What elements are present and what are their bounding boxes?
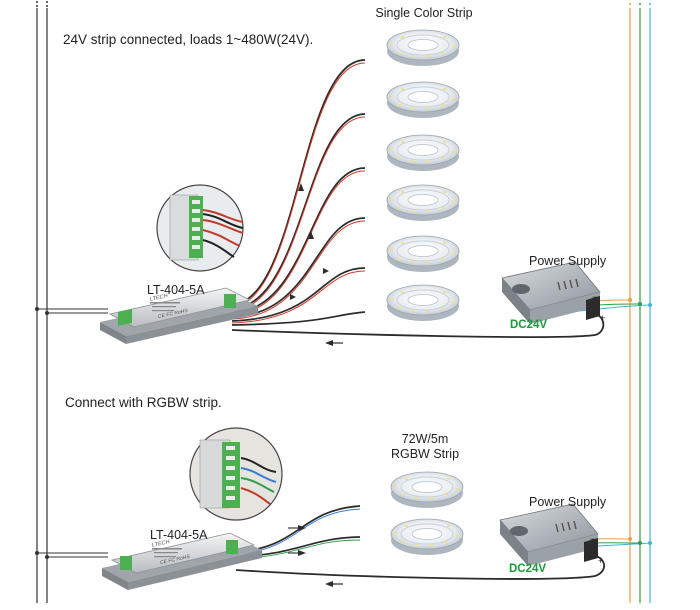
controller-top-shape [100, 287, 258, 344]
controller-label-bottom: LT-404-5A [150, 528, 208, 542]
svg-text:−: − [592, 292, 597, 302]
power-supply-label-top: Power Supply [529, 254, 607, 268]
controller-bottom-shape [102, 532, 262, 590]
svg-text:−: − [590, 534, 595, 544]
power-supply-top-shape [501, 261, 601, 324]
controller-label-top: LT-404-5A [147, 283, 205, 297]
power-supply-label-bottom: Power Supply [529, 495, 607, 509]
power-supply-bottom-shape [499, 503, 599, 566]
bottom-caption: Connect with RGBW strip. [65, 395, 222, 410]
rgbw-strip-label-line2: RGBW Strip [390, 447, 460, 461]
svg-text:+: + [598, 556, 603, 566]
strip-header-label: Single Color Strip [375, 6, 473, 20]
dc-voltage-label-top: DC24V [510, 319, 548, 331]
dc-voltage-label-bottom: DC24V [509, 563, 547, 575]
rgbw-strip-label-line1: 72W/5m [401, 432, 449, 446]
top-caption: 24V strip connected, loads 1~480W(24V). [63, 32, 314, 47]
svg-text:+: + [600, 313, 605, 323]
